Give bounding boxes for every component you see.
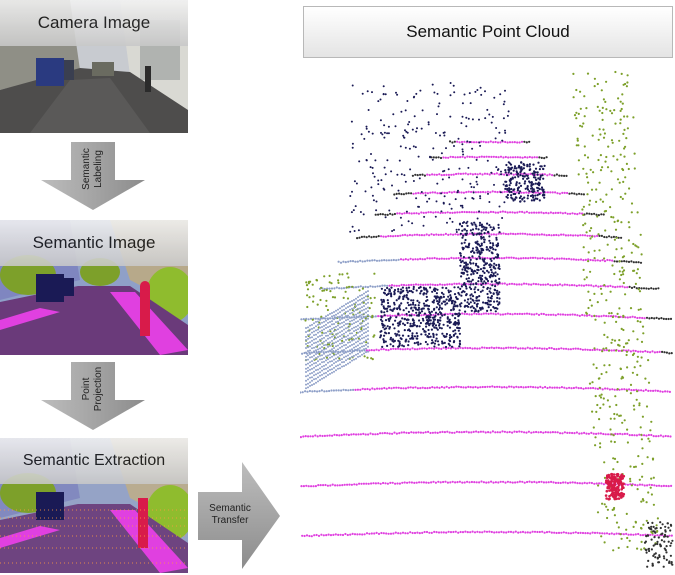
point-projection-arrow: [41, 362, 145, 430]
semantic-point-cloud-title: Semantic Point Cloud: [303, 6, 673, 58]
camera-image-panel: Camera Image: [0, 0, 188, 133]
semantic-transfer-label: Semantic Transfer: [209, 503, 251, 526]
semantic-extraction-title: Semantic Extraction: [0, 438, 188, 484]
semantic-labeling-label: Semantic Labeling: [81, 148, 104, 190]
semantic-image-panel: Semantic Image: [0, 220, 188, 355]
semantic-labeling-arrow: [41, 142, 145, 210]
semantic-point-cloud: [300, 70, 674, 568]
semantic-extraction-panel: Semantic Extraction: [0, 438, 188, 573]
point-projection-label: Point Projection: [81, 366, 104, 412]
semantic-image-title: Semantic Image: [0, 220, 188, 266]
camera-image-title: Camera Image: [0, 0, 188, 46]
semantic-transfer-arrow: [198, 462, 280, 569]
